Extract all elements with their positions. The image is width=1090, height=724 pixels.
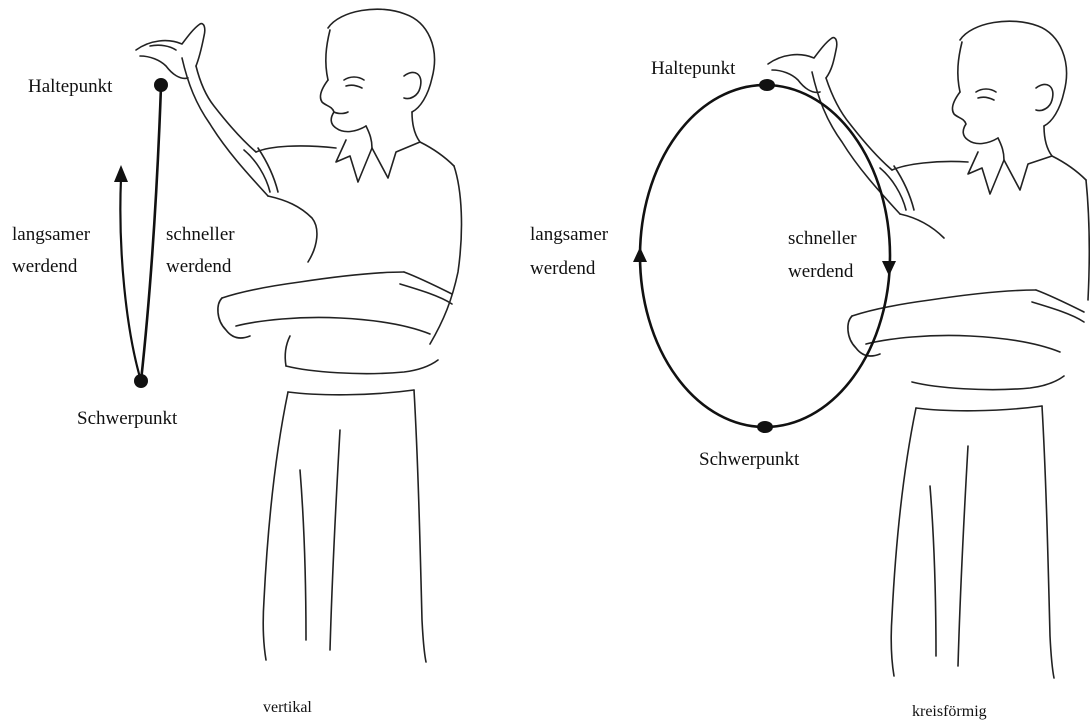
- caption-kreisfoermig: kreisförmig: [912, 703, 987, 720]
- holding-point-dot: [154, 78, 168, 92]
- arrow-up-icon: [633, 247, 647, 262]
- pendulum-string: [141, 86, 161, 381]
- panel-circular: Haltepunkt Schwerpunkt langsamer werdend…: [530, 21, 1089, 720]
- label-schwerpunkt: Schwerpunkt: [77, 408, 178, 429]
- label-werdend-right: werdend: [788, 261, 854, 282]
- label-werdend-left: werdend: [12, 256, 78, 277]
- swing-path-up: [120, 178, 141, 381]
- label-schwerpunkt: Schwerpunkt: [699, 449, 800, 470]
- label-haltepunkt: Haltepunkt: [651, 58, 736, 79]
- panel-vertical: Haltepunkt Schwerpunkt langsamer werdend…: [12, 9, 461, 716]
- person-figure-left: [136, 9, 461, 662]
- holding-point-dot: [759, 79, 775, 91]
- label-langsamer: langsamer: [530, 224, 609, 245]
- arrow-up-icon: [114, 165, 128, 182]
- label-werdend-right: werdend: [166, 256, 232, 277]
- label-schneller: schneller: [166, 224, 235, 245]
- caption-vertikal: vertikal: [263, 699, 312, 716]
- label-langsamer: langsamer: [12, 224, 91, 245]
- person-figure-right: [768, 21, 1089, 678]
- label-werdend-left: werdend: [530, 258, 596, 279]
- center-of-gravity-dot: [757, 421, 773, 433]
- arrow-down-icon: [882, 261, 896, 276]
- circular-path: [640, 85, 890, 427]
- center-of-gravity-dot: [134, 374, 148, 388]
- label-schneller: schneller: [788, 228, 857, 249]
- label-haltepunkt: Haltepunkt: [28, 76, 113, 97]
